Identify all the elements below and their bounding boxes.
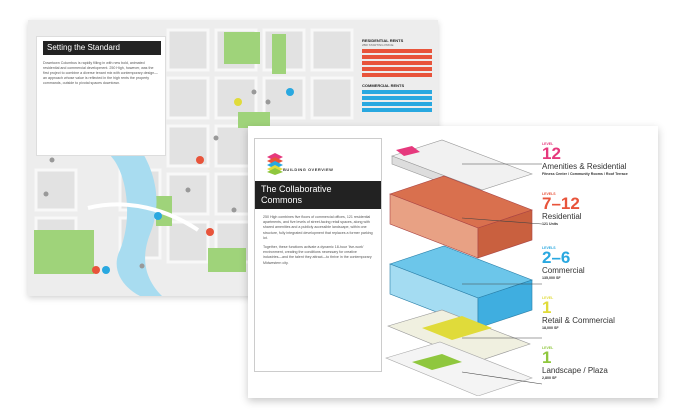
level-name: Amenities & Residential xyxy=(542,162,627,171)
level-name: Commercial xyxy=(542,266,585,275)
level-subtitle: 135,000 SF xyxy=(542,276,561,280)
level-item: LEVEL 12 Amenities & Residential Fitness… xyxy=(542,142,654,177)
level-subtitle: 2,800 SF xyxy=(542,376,557,380)
level-number: 2–6 xyxy=(542,248,571,267)
overview-card: BUILDING OVERVIEW The Collaborative Comm… xyxy=(254,138,382,372)
level-item: LEVELS 7–12 Residential 121 Units xyxy=(542,192,654,227)
level-name: Landscape / Plaza xyxy=(542,366,608,375)
building-overview-spread: BUILDING OVERVIEW The Collaborative Comm… xyxy=(248,126,658,398)
residential-rent-row xyxy=(362,66,432,71)
level-number: 1 xyxy=(542,348,552,367)
level-number: 12 xyxy=(542,144,561,163)
commercial-rent-row xyxy=(362,101,432,106)
stacked-floors-logo-icon xyxy=(267,153,283,175)
level-subtitle: Fitness Center / Community Rooms / Roof … xyxy=(542,172,628,176)
overview-paragraph-2: Together, these functions activate a dyn… xyxy=(263,245,372,265)
overview-paragraph-1: 250 High combines five floors of commerc… xyxy=(263,215,373,240)
level-item: LEVEL 1 Retail & Commercial 18,000 SF xyxy=(542,296,654,331)
rents-panel: RESIDENTIAL RENTS 2BR STARTING PRICE COM… xyxy=(362,38,432,112)
intro-body: Downtown Columbus is rapidly filling in … xyxy=(43,61,158,85)
level-name: Residential xyxy=(542,212,582,221)
residential-rents-subtitle: 2BR STARTING PRICE xyxy=(362,43,394,47)
commercial-rents-title: COMMERCIAL RENTS xyxy=(362,83,405,88)
commercial-rent-row xyxy=(362,95,432,100)
residential-rent-row xyxy=(362,54,432,59)
residential-rent-row xyxy=(362,72,432,77)
residential-rent-row xyxy=(362,48,432,53)
overview-label: BUILDING OVERVIEW xyxy=(283,167,334,172)
level-number: 1 xyxy=(542,298,552,317)
section-title: Setting the Standard xyxy=(43,41,161,55)
level-name: Retail & Commercial xyxy=(542,316,615,325)
level-tag: LEVEL xyxy=(542,142,554,146)
level-tag: LEVEL xyxy=(542,346,554,350)
overview-title: The Collaborative Commons xyxy=(255,181,381,209)
commercial-rent-row xyxy=(362,107,432,112)
residential-rents-title: RESIDENTIAL RENTS xyxy=(362,38,404,43)
level-subtitle: 121 Units xyxy=(542,222,558,226)
commercial-rent-row xyxy=(362,89,432,94)
level-item: LEVELS 2–6 Commercial 135,000 SF xyxy=(542,246,654,281)
level-tag: LEVEL xyxy=(542,296,554,300)
level-subtitle: 18,000 SF xyxy=(542,326,559,330)
residential-rent-row xyxy=(362,60,432,65)
intro-card: Setting the Standard Downtown Columbus i… xyxy=(36,36,166,156)
level-item: LEVEL 1 Landscape / Plaza 2,800 SF xyxy=(542,346,654,381)
exploded-building-diagram xyxy=(385,139,542,396)
level-tag: LEVELS xyxy=(542,246,556,250)
overview-body: 250 High combines five floors of commerc… xyxy=(263,215,373,266)
level-number: 7–12 xyxy=(542,194,580,213)
level-tag: LEVELS xyxy=(542,192,556,196)
